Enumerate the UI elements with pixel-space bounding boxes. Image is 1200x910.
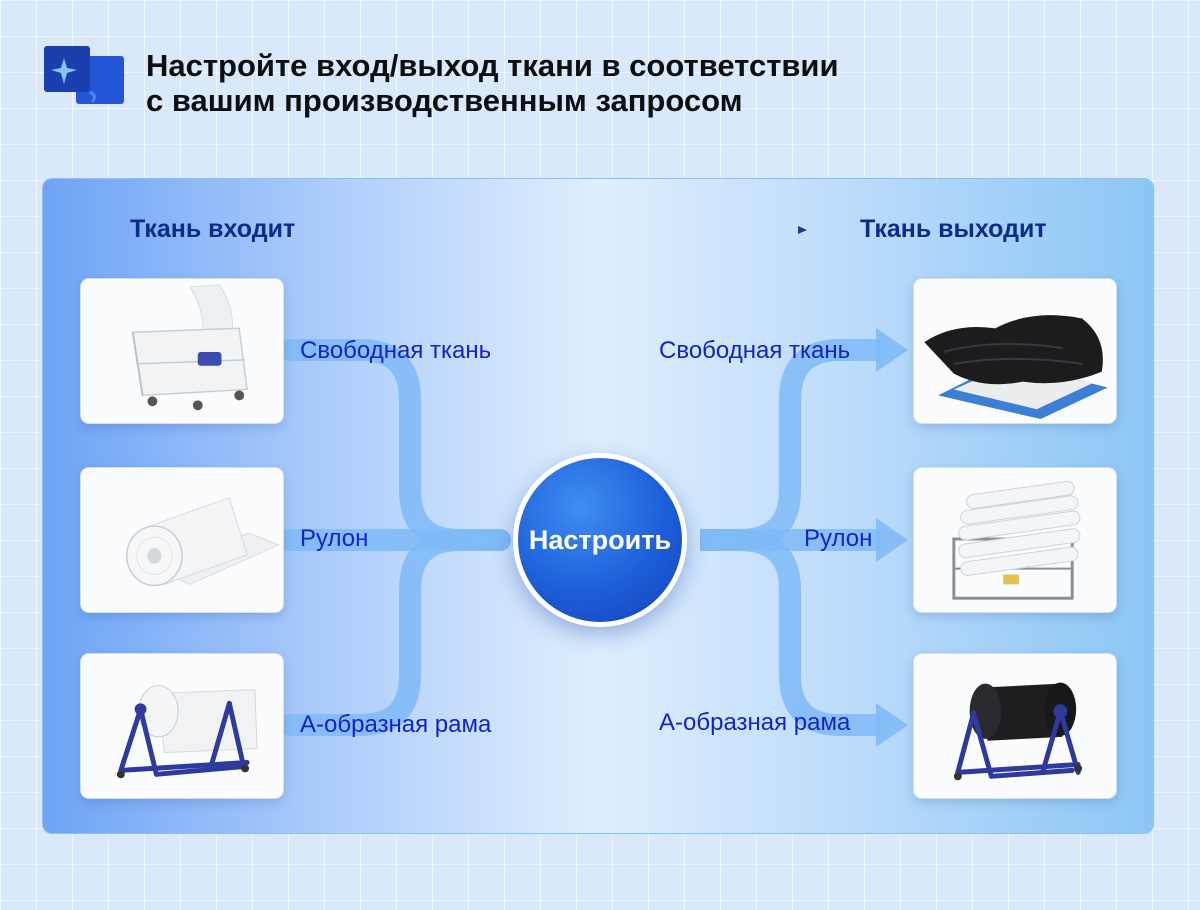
a-frame-black-roll-photo xyxy=(914,654,1116,798)
output-bracket xyxy=(700,339,880,736)
stacked-rolls-crate-photo xyxy=(914,468,1116,612)
output-arrowheads xyxy=(876,328,908,747)
white-fabric-roll-photo xyxy=(81,468,283,612)
input-label-a-frame: А-образная рама xyxy=(300,711,492,738)
direction-arrow xyxy=(340,226,807,234)
input-label-loose-fabric: Свободная ткань xyxy=(300,337,492,364)
input-card-loose-fabric xyxy=(80,278,284,424)
output-card-a-frame xyxy=(913,653,1117,799)
title-line-1: Настройте вход/выход ткани в соответстви… xyxy=(146,48,839,83)
output-label-loose-fabric: Свободная ткань xyxy=(659,337,851,364)
input-label-roll: Рулон xyxy=(300,525,369,552)
black-fabric-on-pallet-photo xyxy=(914,279,1116,423)
brand-logo xyxy=(42,44,126,106)
page-title: Настройте вход/выход ткани в соответстви… xyxy=(146,48,839,118)
input-heading: Ткань входит xyxy=(130,215,296,243)
output-label-a-frame: А-образная рама xyxy=(659,709,851,736)
input-bracket xyxy=(279,339,511,736)
fabric-cart-photo xyxy=(81,279,283,423)
input-card-a-frame xyxy=(80,653,284,799)
output-label-roll: Рулон xyxy=(804,525,873,552)
customize-hub: Настроить xyxy=(513,453,687,627)
input-card-roll xyxy=(80,467,284,613)
title-line-2: с вашим производственным запросом xyxy=(146,83,743,118)
hub-label: Настроить xyxy=(528,524,672,555)
output-card-roll xyxy=(913,467,1117,613)
output-card-loose-fabric xyxy=(913,278,1117,424)
a-frame-white-roll-photo xyxy=(81,654,283,798)
output-heading: Ткань выходит xyxy=(860,215,1047,243)
